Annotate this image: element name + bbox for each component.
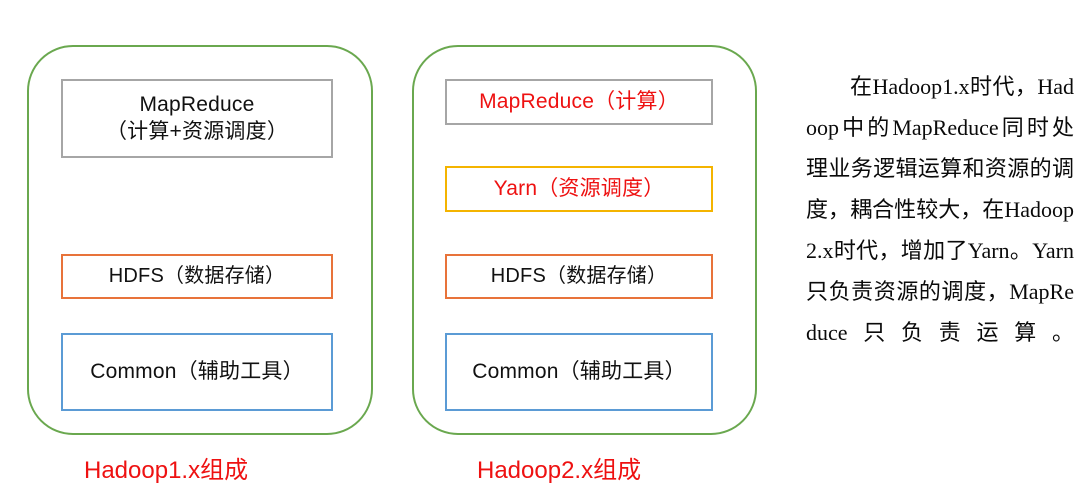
hadoop2-yarn-label: Yarn（资源调度） [493,176,665,200]
hadoop1-mapreduce-line1: MapReduce [139,92,255,116]
hadoop1-hdfs-box: HDFS（数据存储） [61,254,333,299]
hadoop1-caption: Hadoop1.x组成 [84,457,249,484]
hadoop1-common-label: Common（辅助工具） [90,359,304,383]
hadoop2-hdfs-box: HDFS（数据存储） [445,254,713,299]
hadoop1-common-box: Common（辅助工具） [61,333,333,411]
hadoop2-common-label: Common（辅助工具） [472,359,686,383]
hadoop2-caption: Hadoop2.x组成 [477,457,642,484]
description-paragraph: 在Hadoop1.x时代，Hadoop中的MapReduce同时处理业务逻辑运算… [806,74,1074,345]
hadoop1-mapreduce-line2: （计算+资源调度） [105,119,289,143]
hadoop2-mapreduce-label: MapReduce（计算） [479,89,679,113]
hadoop2-common-box: Common（辅助工具） [445,333,713,411]
hadoop2-hdfs-label: HDFS（数据存储） [490,264,668,287]
hadoop2-mapreduce-box: MapReduce（计算） [445,79,713,125]
hadoop1-mapreduce-box: MapReduce （计算+资源调度） [61,79,333,158]
hadoop1-hdfs-label: HDFS（数据存储） [108,264,286,287]
hadoop2-yarn-box: Yarn（资源调度） [445,166,713,212]
